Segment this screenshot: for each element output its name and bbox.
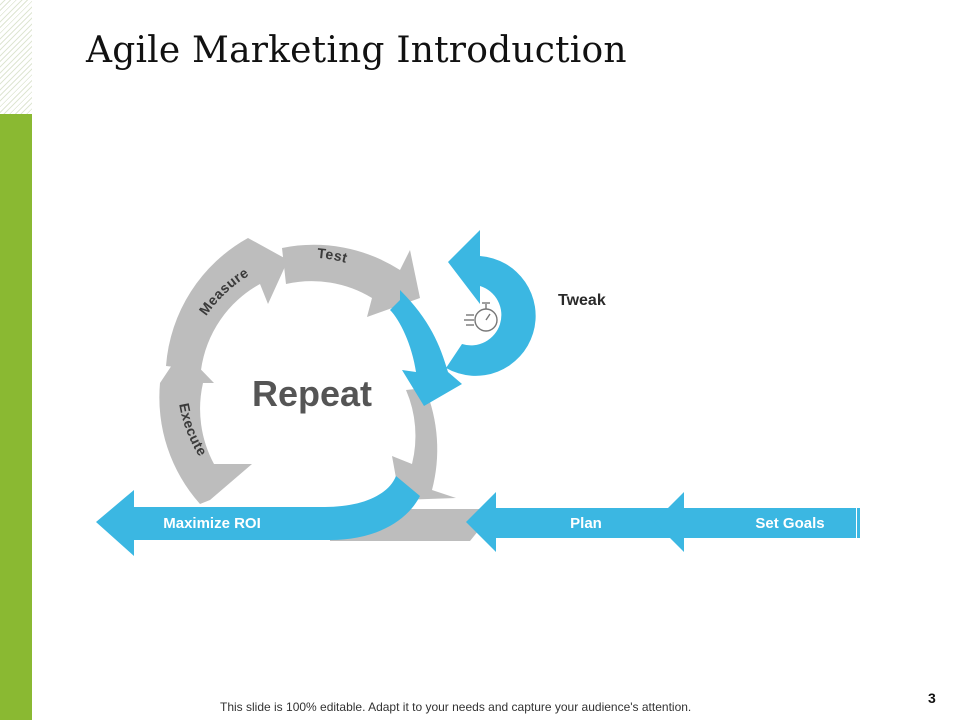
- flow-step-plan: Plan: [570, 515, 602, 532]
- cycle-center-label: Repeat: [252, 373, 372, 414]
- tweak-loop-arrow: [446, 230, 536, 376]
- footer-note: This slide is 100% editable. Adapt it to…: [220, 700, 692, 714]
- tweak-label: Tweak: [558, 292, 606, 309]
- maximize-roi-arrow: [96, 476, 420, 556]
- set-goals-arrow: [654, 492, 856, 552]
- left-accent-bar: [0, 114, 32, 720]
- slide-title: Agile Marketing Introduction: [86, 30, 627, 71]
- decorative-hatch-pattern: [0, 0, 32, 114]
- cycle-segment-measure: [166, 238, 288, 370]
- plan-arrow: [466, 492, 688, 552]
- cycle-segment-execute: [159, 350, 252, 504]
- blue-sweep-arrow: [390, 290, 462, 406]
- flow-step-set-goals: Set Goals: [755, 515, 824, 532]
- page-number: 3: [928, 690, 936, 706]
- set-goals-end-cap: [857, 508, 860, 538]
- svg-text:Test: Test: [317, 245, 350, 266]
- stopwatch-icon: [464, 302, 498, 332]
- flow-step-maximize-roi: Maximize ROI: [163, 515, 261, 532]
- cycle-step-test: Test: [317, 245, 349, 266]
- cycle-segment-return: [392, 388, 456, 500]
- cycle-segment-test: [282, 244, 420, 317]
